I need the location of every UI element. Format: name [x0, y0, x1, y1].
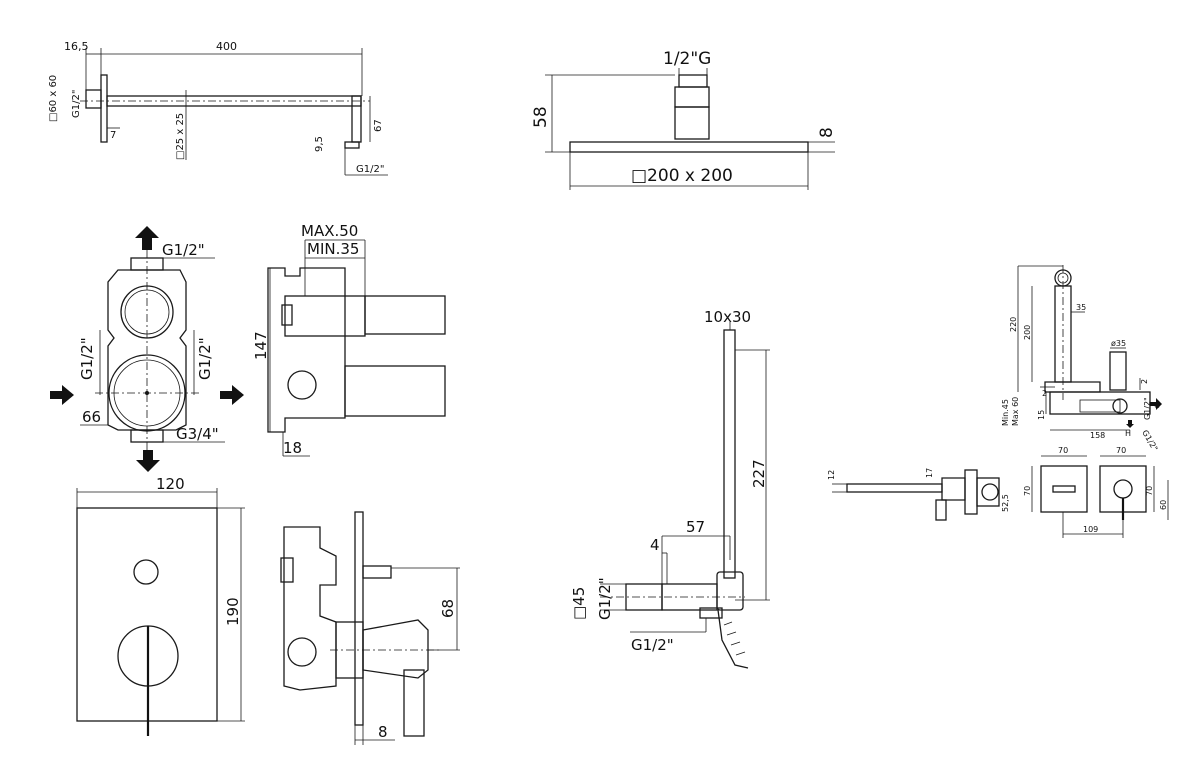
spout-mixer-drawing: 220 200 35 2 ø35 2 C H G1/2" G1/2" Min.4… — [827, 265, 1169, 538]
plate-dim-70-top-a: 70 — [1058, 446, 1068, 455]
arm-wall-flange — [100, 74, 108, 143]
hand-wall-flange — [625, 583, 663, 611]
hand-dim-10x30: 10x30 — [704, 308, 751, 326]
arm-inlet-thread — [85, 89, 102, 109]
shower-arm-drawing: 16,5 400 □60 x 60 G1/2" 7 □25 x 25 67 9,… — [48, 40, 388, 176]
cover-dim-8: 8 — [378, 723, 388, 741]
arm-dim-9-5: 9,5 — [314, 136, 325, 152]
diverter-body — [107, 269, 187, 431]
arm-dim-67: 67 — [373, 119, 384, 132]
mixer-dim-158: 158 — [1090, 431, 1105, 440]
diverter-side-sleeve-bottom — [344, 365, 446, 417]
inlet-left-arrow-icon — [50, 385, 74, 405]
plate-dim-70-top-b: 70 — [1116, 446, 1126, 455]
arm-elbow — [351, 95, 362, 143]
head-dim-size: □200 x 200 — [631, 166, 733, 186]
mixer-cartridge — [1112, 398, 1128, 414]
spout-side-view — [846, 483, 943, 493]
outlet-down-arrow-icon — [136, 450, 160, 472]
arm-dim-60x60: □60 x 60 — [48, 75, 59, 122]
diverter-dim-66: 66 — [82, 408, 101, 426]
cold-inlet-arrow-icon — [1150, 398, 1162, 410]
cover-diverter-knob — [133, 559, 159, 585]
diverter-box-drawing: G1/2" G1/2" G1/2" 66 G3/4" MAX.50 MIN.35… — [50, 222, 446, 472]
mixer-dim-g12a: G1/2" — [1143, 397, 1152, 420]
spout-dim-220: 220 — [1009, 317, 1018, 332]
diverter-dim-147: 147 — [252, 331, 270, 360]
diverter-dim-max: MAX.50 — [301, 222, 358, 240]
diverter-dim-g12-right: G1/2" — [196, 337, 214, 380]
plate-dim-70-left: 70 — [1023, 486, 1032, 496]
spout-dim-200: 200 — [1023, 325, 1032, 340]
spout-dim-17: 17 — [925, 468, 934, 478]
hand-dim-g12-bottom: G1/2" — [631, 636, 674, 654]
mixer-dim-g12b: G1/2" — [1140, 429, 1159, 453]
head-dim-8: 8 — [817, 127, 837, 138]
cover-dim-190: 190 — [224, 597, 242, 626]
diverter-dim-g12-top: G1/2" — [162, 241, 205, 259]
head-dim-thread: 1/2"G — [663, 49, 711, 69]
head-plate — [569, 141, 809, 153]
mixer-dim-2b: 2 — [1140, 379, 1149, 384]
cover-plate-drawing: 120 190 68 8 — [76, 475, 460, 745]
spout-front-plate — [1040, 465, 1088, 513]
cover-dim-68: 68 — [439, 599, 457, 618]
mixer-dim-min45: Min.45 — [1001, 399, 1010, 426]
hand-dim-45: □45 — [570, 587, 588, 620]
mixer-handle — [1109, 351, 1127, 391]
arm-dim-16-5: 16,5 — [64, 40, 89, 53]
cover-dim-120: 120 — [156, 475, 185, 493]
diverter-side-body — [267, 267, 346, 433]
spout-dim-2a: 2 — [1042, 389, 1047, 398]
inlet-right-arrow-icon — [220, 385, 244, 405]
mixer-dim-15: 15 — [1037, 410, 1046, 420]
arm-dim-25x25: □25 x 25 — [175, 113, 186, 160]
outlet-up-arrow-icon — [135, 226, 159, 250]
diverter-dim-g34: G3/4" — [176, 425, 219, 443]
shower-head-drawing: 1/2"G 58 8 □200 x 200 — [531, 49, 837, 190]
diverter-side-sleeve-top — [364, 295, 446, 335]
mixer-dim-max60: Max 60 — [1011, 397, 1020, 426]
hand-shower-bar — [723, 329, 736, 579]
arm-dim-g12-left: G1/2" — [71, 90, 82, 118]
cover-side-lever — [362, 619, 429, 679]
head-thread — [678, 74, 708, 88]
arm-dim-7: 7 — [110, 130, 116, 141]
hand-hose — [717, 609, 749, 669]
plate-dim-109: 109 — [1083, 525, 1098, 534]
arm-dim-400: 400 — [216, 40, 237, 53]
head-joint — [674, 106, 710, 140]
spout-dim-35: 35 — [1076, 303, 1086, 312]
spout-dim-52-5: 52,5 — [1001, 494, 1010, 512]
mixer-label-h: H — [1125, 429, 1131, 438]
diverter-dim-g12-left: G1/2" — [78, 337, 96, 380]
head-dim-58: 58 — [531, 106, 551, 128]
hand-dim-57: 57 — [686, 518, 705, 536]
arm-dim-g12-right: G1/2" — [356, 164, 384, 175]
diverter-dim-18: 18 — [283, 439, 302, 457]
spout-dim-12: 12 — [827, 470, 836, 480]
hand-dim-227: 227 — [750, 459, 768, 488]
hot-inlet-arrow-icon — [1126, 420, 1134, 428]
diverter-dim-min: MIN.35 — [307, 240, 359, 258]
arm-outlet — [344, 141, 360, 149]
cover-side-plate — [354, 511, 364, 726]
hand-shower-drawing: 10x30 227 57 4 □45 G1/2" G1/2" — [570, 308, 770, 669]
hand-dim-4: 4 — [650, 536, 660, 554]
mixer-label-c: C — [1154, 401, 1160, 410]
plate-dim-60: 60 — [1159, 500, 1168, 510]
plate-dim-70-right: 70 — [1145, 486, 1154, 496]
mixer-body — [1049, 391, 1151, 415]
cover-side-body — [283, 526, 337, 691]
hand-dim-g12-side: G1/2" — [596, 577, 614, 620]
mixer-dim-o35: ø35 — [1111, 339, 1126, 348]
head-nut — [674, 86, 710, 108]
